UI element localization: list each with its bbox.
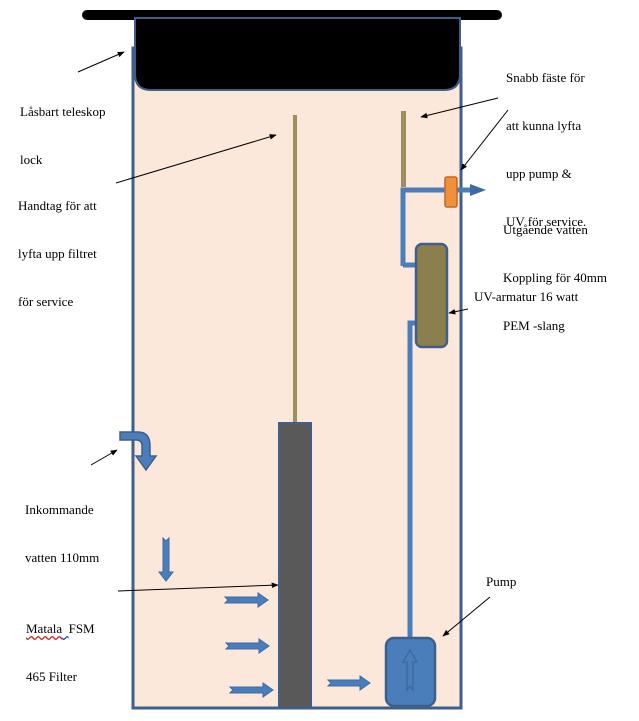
outlet-arrow-head: [470, 184, 486, 196]
callout-coupling: [460, 109, 509, 171]
filter-cartridge: [278, 422, 312, 709]
label-filter: Matala FSM 465 Filter: [26, 621, 95, 684]
flow-arrow-right-icon: [228, 682, 274, 698]
flow-arrow-right-icon: [223, 592, 269, 608]
label-pump: Pump: [486, 574, 517, 589]
label-lid: Låsbart teleskop lock: [20, 104, 106, 167]
filter-handle-rod: [293, 115, 297, 425]
uv-lamp: [414, 242, 449, 349]
callouts: [77, 51, 509, 637]
inlet-pipe-arrow-icon: [119, 431, 158, 472]
label-outlet: Utgående vatten Koppling för 40mm PEM -s…: [503, 222, 607, 333]
flow-arrow-right-icon: [326, 675, 371, 691]
callout-pump: [442, 596, 491, 637]
flow-arrow-right-icon: [224, 638, 270, 654]
filter-name-part1: Matala: [26, 621, 63, 636]
flow-arrows: [157, 536, 371, 698]
callout-inlet: [90, 449, 118, 466]
flow-arrow-down-icon: [157, 536, 175, 582]
label-uv: UV-armatur 16 watt: [474, 289, 579, 304]
callout-handle: [115, 134, 277, 184]
outlet-coupling: [444, 176, 458, 208]
callout-quick-mount: [420, 97, 499, 119]
label-quick-mount: Snabb fäste för att kunna lyfta upp pump…: [506, 70, 587, 229]
callout-uv: [448, 308, 469, 315]
pump-up-arrow-icon: [401, 648, 419, 693]
quick-mount-rod: [401, 111, 406, 187]
label-handle: Handtag för att lyfta upp filtret för se…: [18, 198, 97, 309]
pump: [384, 636, 437, 708]
callout-filter: [117, 582, 279, 592]
callout-lid: [77, 51, 125, 73]
label-inlet: Inkommande vatten 110mm: [25, 502, 100, 565]
filter-name-part2: FSM: [68, 621, 95, 636]
lid-body: [134, 17, 461, 91]
